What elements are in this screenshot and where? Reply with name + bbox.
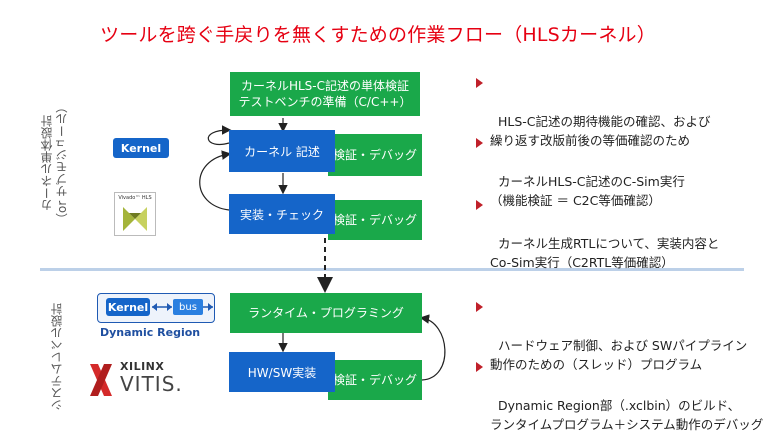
page-title: ツールを跨ぐ手戻りを無くすための作業フロー（HLSカーネル） bbox=[100, 24, 656, 46]
xilinx-vitis-logo: XILINX VITIS. bbox=[88, 358, 208, 402]
vivado-hls-logo: Vivado™ HLS bbox=[114, 192, 156, 236]
dynamic-region-label: Dynamic Region bbox=[100, 326, 201, 339]
box-verify-debug-3: 検証・デバッグ bbox=[328, 360, 422, 400]
loop-impl-to-kernel bbox=[199, 150, 232, 211]
bullet-text: ハードウェア制御、および SWパイプライン 動作のための（スレッド）プログラム bbox=[490, 338, 748, 372]
dynamic-bus-badge: bus bbox=[173, 299, 203, 315]
bullet-marker-icon bbox=[476, 138, 483, 148]
vivado-hls-logo-text: Vivado™ HLS bbox=[118, 195, 152, 201]
box-runtime-programming: ランタイム・プログラミング bbox=[230, 293, 422, 333]
bus-out-arrow-icon bbox=[203, 303, 213, 311]
bullet-text: カーネルHLS-C記述のC-Sim実行 （機能検証 ＝ C2C等価確認） bbox=[490, 174, 685, 208]
bullet-item-1: HLS-C記述の期待機能の確認、および 繰り返す改版前後の等価確認のため bbox=[476, 74, 711, 150]
box-kernel-write: カーネル 記述 bbox=[229, 130, 335, 172]
box-verify-debug-2: 検証・デバッグ bbox=[328, 200, 422, 240]
dynamic-region-diagram: Kernel bus bbox=[97, 293, 215, 323]
bullet-marker-icon bbox=[476, 362, 483, 372]
bullet-item-4: ハードウェア制御、および SWパイプライン 動作のための（スレッド）プログラム bbox=[476, 298, 748, 374]
vivado-hls-icon bbox=[123, 207, 147, 231]
section-divider bbox=[40, 268, 744, 271]
box-verify-debug-1: 検証・デバッグ bbox=[328, 134, 422, 176]
box-impl-check: 実装・チェック bbox=[229, 194, 335, 234]
bullet-text: Dynamic Region部（.xclbin）のビルド、 ランタイムプログラム… bbox=[490, 398, 764, 432]
bullet-marker-icon bbox=[476, 302, 483, 312]
bullet-text: カーネル生成RTLについて、実装内容と Co-Sim実行（C2RTL等価確認） bbox=[490, 236, 720, 270]
bullet-marker-icon bbox=[476, 200, 483, 210]
bullet-item-5: Dynamic Region部（.xclbin）のビルド、 ランタイムプログラム… bbox=[476, 358, 764, 434]
bullet-item-2: カーネルHLS-C記述のC-Sim実行 （機能検証 ＝ C2C等価確認） bbox=[476, 134, 685, 210]
bullet-text: HLS-C記述の期待機能の確認、および 繰り返す改版前後の等価確認のため bbox=[490, 114, 711, 148]
xilinx-wordmark: XILINX bbox=[120, 360, 165, 373]
dynamic-kernel-badge: Kernel bbox=[106, 298, 150, 316]
xilinx-x-icon bbox=[90, 364, 112, 396]
bus-arrow-icon bbox=[152, 303, 172, 311]
loop-verify-to-runtime bbox=[419, 314, 446, 381]
box-hwsw-impl: HW/SW実装 bbox=[229, 352, 335, 392]
bullet-marker-icon bbox=[476, 78, 483, 88]
loop-kernel-write bbox=[207, 125, 232, 145]
kernel-badge: Kernel bbox=[113, 138, 169, 158]
vitis-wordmark: VITIS. bbox=[120, 372, 183, 396]
bullet-item-3: カーネル生成RTLについて、実装内容と Co-Sim実行（C2RTL等価確認） bbox=[476, 196, 720, 272]
box-testbench-prep: カーネルHLS-C記述の単体検証 テストベンチの準備（C/C++） bbox=[230, 72, 420, 116]
